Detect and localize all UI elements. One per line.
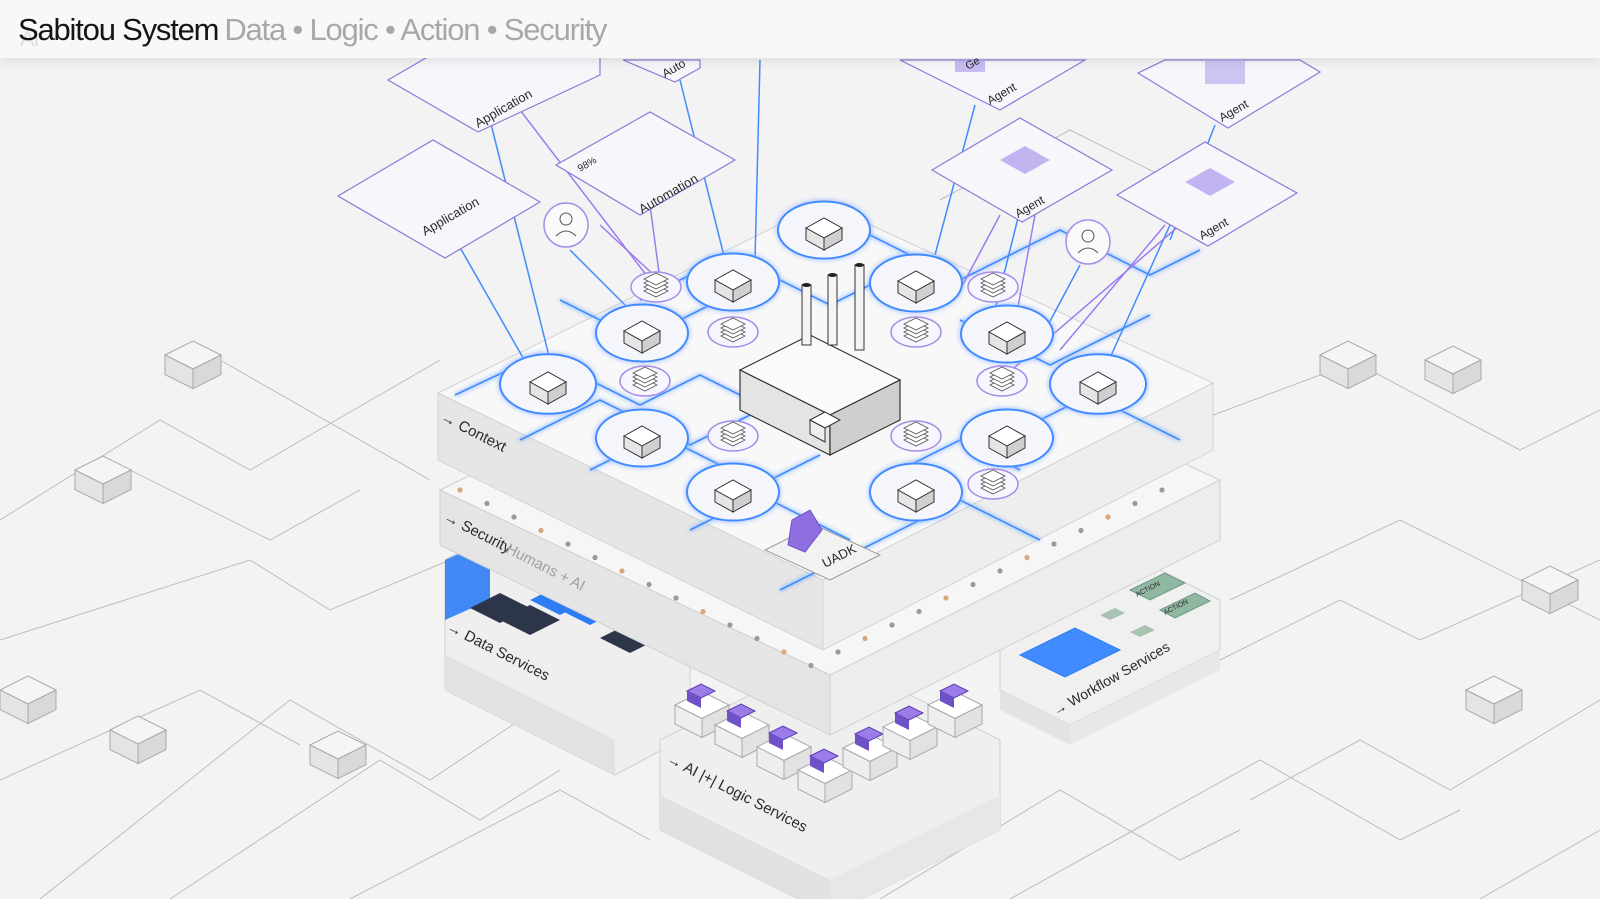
mesh-dot	[538, 527, 544, 534]
user-avatar-1	[543, 202, 589, 248]
background-cube	[1520, 565, 1580, 615]
mesh-dot	[727, 622, 733, 628]
document-stack	[707, 420, 759, 452]
document-stack	[630, 271, 682, 303]
mesh-dot	[1105, 514, 1111, 520]
mesh-dot	[808, 662, 814, 669]
background-cube	[163, 340, 223, 390]
ghost-text: AI	[20, 26, 40, 51]
agent-card-3: Agent	[930, 117, 1114, 223]
automation-card: 98% Automation	[554, 111, 737, 217]
purple-module	[767, 725, 799, 750]
document-stack	[619, 365, 671, 397]
document-stack	[967, 468, 1019, 500]
agent-card-top-2: Agent	[1136, 59, 1322, 129]
mesh-dot	[457, 487, 463, 493]
mesh-dot	[916, 608, 922, 615]
mesh-dot	[484, 500, 490, 507]
tagline: Data • Logic • Action • Security	[224, 12, 607, 47]
document-stack	[707, 316, 759, 348]
background-cube	[108, 715, 168, 765]
mesh-dot	[1078, 527, 1084, 534]
mesh-dot	[673, 595, 679, 601]
background-cube	[1318, 340, 1378, 390]
mesh-dot	[619, 568, 625, 574]
mesh-dot	[754, 635, 760, 642]
background-cubes	[0, 340, 1580, 780]
automation-card-top: Auto	[622, 56, 701, 83]
purple-module	[853, 726, 885, 751]
application-card-1: Application	[336, 139, 542, 259]
background-cube	[73, 455, 133, 505]
purple-module	[685, 683, 717, 708]
factory-icon	[738, 263, 902, 456]
ai-logic-cubes	[673, 683, 984, 804]
purple-module	[725, 703, 757, 728]
background-cube	[1464, 675, 1524, 725]
mesh-dot	[1132, 500, 1138, 507]
uadk-block: UADK	[763, 509, 882, 581]
cards: Application Application 98% Automation A…	[336, 43, 1322, 617]
purple-module	[938, 683, 970, 708]
mesh-dot	[970, 581, 976, 588]
mesh-dot	[700, 608, 706, 615]
context-nodes	[499, 200, 1147, 522]
mesh-dot	[646, 581, 652, 588]
background-cube	[0, 675, 58, 725]
context-node	[499, 353, 597, 415]
context-node	[686, 252, 780, 312]
mesh-dot	[592, 554, 598, 561]
workflow-services-stack	[999, 564, 1221, 745]
purple-module	[893, 705, 925, 730]
document-stack	[890, 420, 942, 452]
context-node	[1049, 353, 1147, 415]
mesh-dot	[1051, 541, 1057, 547]
background-cube	[1423, 345, 1483, 395]
document-stack	[890, 316, 942, 348]
user-avatar-2	[1065, 219, 1111, 265]
background-cube	[308, 730, 368, 780]
context-node	[595, 408, 689, 468]
mesh-dot	[781, 649, 787, 655]
context-node	[869, 253, 963, 313]
context-node	[777, 200, 871, 260]
context-node	[869, 462, 963, 522]
ai-logic-services-stack	[659, 654, 1001, 899]
context-node	[595, 303, 689, 363]
mesh-dot	[1024, 554, 1030, 561]
context-node	[686, 462, 780, 522]
mesh-dot	[1159, 487, 1165, 493]
document-stack	[976, 365, 1028, 397]
mesh-dot	[943, 595, 949, 601]
document-stack	[967, 271, 1019, 303]
context-node	[960, 408, 1054, 468]
mesh-dot	[889, 622, 895, 628]
agent-card-top-1: Ge Agent	[899, 55, 1088, 111]
mesh-dot	[997, 568, 1003, 574]
purple-module	[808, 748, 840, 773]
mesh-dot	[565, 541, 571, 547]
context-node	[960, 304, 1054, 364]
mesh-dot	[835, 649, 841, 655]
agent-card-4: Agent	[1115, 141, 1299, 247]
mesh-dot	[511, 514, 517, 520]
mesh-dot	[862, 635, 868, 642]
brand-title: Sabitou System	[18, 12, 220, 47]
